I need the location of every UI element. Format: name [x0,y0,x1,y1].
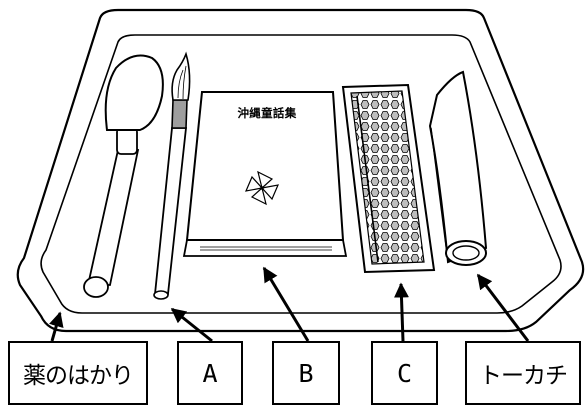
brush-ferrule [171,99,188,129]
book-spine-bottom [182,239,348,257]
label-yakunohakari: 薬のはかり [8,341,148,405]
pinwheel-blade [245,175,264,192]
abacus-beads [350,90,425,265]
pinwheel-icon [245,170,279,206]
medicine-scale-neck [116,127,138,155]
brush-tip-strands [177,65,187,100]
label-c: C [371,341,438,405]
brush [153,51,191,300]
pinwheel-center [260,186,264,190]
pointer-arrows [49,266,530,343]
pinwheel-blade [257,170,274,190]
arrow-b [262,266,310,342]
arrow-a [170,307,213,343]
medicine-scale-bowl [104,54,164,131]
medicine-scale-handle-end [83,276,109,298]
arrow-tokachi [476,273,530,342]
book-cover [185,91,345,241]
label-tokachi: トーカチ [465,341,581,405]
book-title: 沖縄童話集 [238,106,297,120]
label-b: B [272,341,340,405]
medicine-scale [83,54,164,298]
arrow-c [393,282,409,342]
book: 沖縄童話集 [182,91,348,257]
tokachi-roll-opening-inner [452,245,480,261]
arrow-yakunohakari [49,311,64,342]
label-a: A [177,341,243,405]
pinwheel-blade [250,186,267,206]
brush-handle-end [153,290,169,300]
abacus-divider-bar [356,95,379,263]
pinwheel-blade [260,184,279,201]
tokachi-roll-edge [430,127,448,255]
tokachi-roll-body [428,70,488,264]
abacus [341,83,436,274]
tokachi-roll [428,70,488,266]
